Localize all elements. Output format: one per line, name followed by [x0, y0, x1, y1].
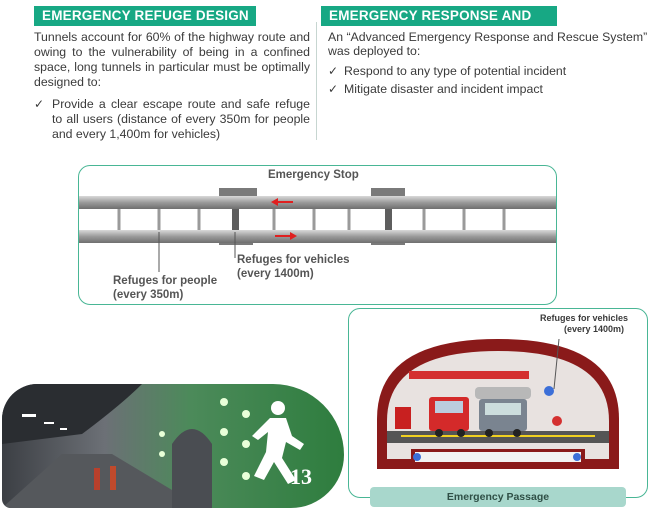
photo-ceiling-lights [22, 414, 67, 430]
refuges-vehicles-label-2: (every 1400m) [237, 268, 314, 280]
refuge-design-paragraph: Tunnels account for 60% of the highway r… [34, 30, 310, 89]
response-bullet-text: Mitigate disaster and incident impact [344, 82, 543, 96]
tunnel-photo-svg [2, 384, 304, 508]
fire-truck-icon [429, 397, 469, 437]
left-wall-doors [395, 407, 411, 429]
response-intro-line-1: An “Advanced Emergency Response and Resc… [328, 30, 648, 44]
photo-workers [94, 466, 116, 490]
tunnel-cross-section: Refuges for vehicles (every 1400m) [348, 308, 648, 498]
road-lane-markings [401, 435, 595, 437]
cross-section-vehicles-label-2: (every 1400m) [563, 324, 625, 334]
cross-section-vehicles-label-1: Refuges for vehicles [539, 313, 629, 323]
tunnel-tube-top [79, 196, 556, 209]
refuge-blue-marker [544, 386, 554, 396]
drain-marker-right [573, 453, 581, 461]
traffic-arrow-right [275, 232, 297, 240]
emergency-passage-interior [415, 452, 581, 462]
refuge-bullet-1: ✓ Provide a clear escape route and safe … [34, 97, 310, 142]
cross-passages [117, 209, 506, 230]
photo-ceiling [2, 384, 142, 444]
traffic-arrow-left [271, 198, 293, 206]
refuge-number-sign: 13 [290, 464, 312, 489]
response-bullet-text: Respond to any type of potential inciden… [344, 64, 567, 78]
response-bullet-1: ✓ Respond to any type of potential incid… [328, 64, 628, 79]
check-icon: ✓ [328, 64, 339, 78]
response-bullet-2: ✓ Mitigate disaster and incident impact [328, 82, 628, 97]
tanker-truck-icon [475, 387, 531, 437]
refuges-people-label-1: Refuges for people [113, 275, 218, 287]
photo-road [2, 454, 202, 508]
ceiling-sign-strip [409, 371, 529, 379]
refuges-vehicles-label-1: Refuges for vehicles [237, 254, 350, 266]
running-man-exit-icon [252, 401, 304, 484]
section-header-response-rescue: EMERGENCY RESPONSE AND RESCUE [321, 6, 557, 43]
cross-section-svg [377, 338, 619, 469]
check-icon: ✓ [34, 97, 45, 111]
vehicle-refuge-left [232, 209, 239, 230]
refuges-people-label-2: (every 350m) [113, 289, 184, 301]
emergency-stop-top-right [371, 188, 405, 196]
photo-wall-lights [159, 398, 250, 480]
tunnel-plan-diagram: Emergency Stop Refuges for people (every… [78, 165, 557, 305]
drain-marker-left [413, 453, 421, 461]
emergency-stop-top-left [219, 188, 257, 196]
refuge-bullet-text: Provide a clear escape route and safe re… [52, 97, 310, 141]
section-header-refuge-design: EMERGENCY REFUGE DESIGN [34, 6, 256, 26]
emergency-passage-label: Emergency Passage [370, 487, 626, 507]
tunnel-tube-bottom [79, 230, 556, 243]
response-intro-line-2: was deployed to: [328, 44, 421, 58]
tunnel-plan-svg [79, 188, 556, 272]
refuge-pointer [553, 338, 560, 390]
vehicle-refuge-marker [552, 416, 562, 426]
column-divider [316, 22, 317, 140]
check-icon: ✓ [328, 82, 339, 96]
photo-refuge-arch [172, 429, 212, 508]
emergency-stop-label: Emergency Stop [268, 169, 359, 181]
vehicle-refuge-right [385, 209, 392, 230]
tunnel-photo: 13 [2, 384, 344, 508]
